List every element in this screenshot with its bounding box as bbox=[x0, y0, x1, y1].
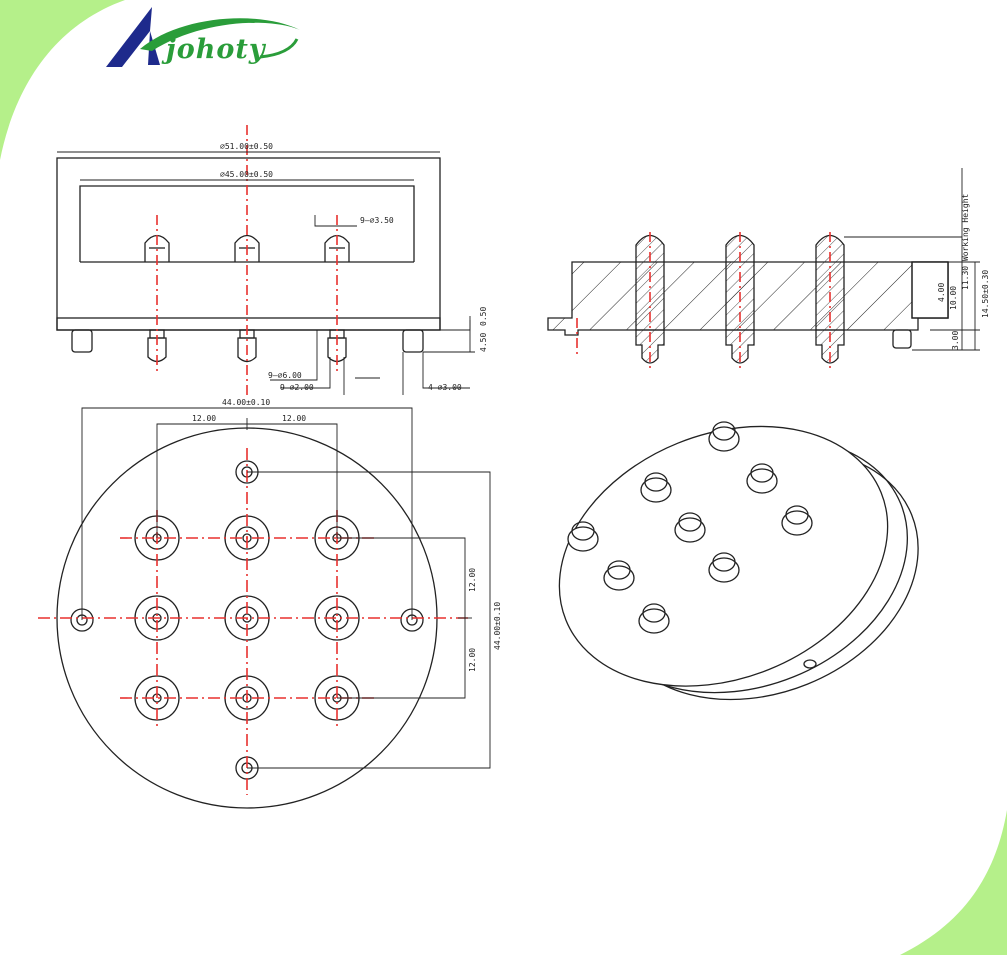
section-pins bbox=[635, 234, 912, 364]
dim-thickness: 0.50 bbox=[479, 307, 488, 326]
bottom-view bbox=[38, 407, 491, 809]
centerlines-front bbox=[156, 125, 338, 395]
dim-pin-tip: 9–⌀3.50 bbox=[360, 216, 394, 225]
centerlines-side bbox=[576, 232, 831, 372]
dim-post-span-vertical: 44.00±0.10 bbox=[493, 602, 502, 650]
dim-head-dia: 9–⌀6.00 bbox=[268, 371, 302, 380]
dim-step: 4.00 bbox=[937, 283, 946, 302]
section-step bbox=[911, 261, 949, 319]
dim-pin-length: 4.50 bbox=[479, 333, 488, 352]
dim-post-dia: 4–⌀3.00 bbox=[428, 383, 462, 392]
isometric-view bbox=[558, 421, 919, 701]
side-section-view bbox=[547, 168, 980, 372]
dim-pitch-left: 12.00 bbox=[192, 414, 216, 423]
dim-outer-width: ⌀51.00±0.50 bbox=[220, 142, 273, 151]
dim-post-span: 44.00±0.10 bbox=[222, 398, 270, 407]
front-view bbox=[56, 125, 475, 395]
iso-pins bbox=[567, 421, 813, 634]
logo-mark bbox=[106, 7, 300, 67]
dim-vertical-pitch-upper: 12.00 bbox=[468, 568, 477, 592]
centerlines-bottom bbox=[38, 448, 468, 795]
top-left-green-swoosh bbox=[0, 0, 125, 160]
dim-total-height: 14.50±0.30 bbox=[981, 270, 990, 318]
dimension-lines-bottom bbox=[81, 407, 491, 769]
dimension-lines-front bbox=[57, 151, 475, 395]
dim-inner-width: ⌀45.00±0.50 bbox=[220, 170, 273, 179]
company-logo bbox=[100, 5, 310, 75]
dim-base: 3.00 bbox=[951, 331, 960, 350]
dimension-lines-side bbox=[844, 168, 980, 351]
dim-body: 10.00 bbox=[949, 286, 958, 310]
bottom-right-green-swoosh bbox=[900, 810, 1007, 955]
dim-working-height: 11.30 Working Height bbox=[961, 193, 970, 290]
logo-wordmark: johoty bbox=[166, 34, 266, 65]
dim-pitch-right: 12.00 bbox=[282, 414, 306, 423]
dim-shaft-dia: 9–⌀2.00 bbox=[280, 383, 314, 392]
pins-bottom bbox=[71, 329, 424, 363]
dim-vertical-pitch-lower: 12.00 bbox=[468, 648, 477, 672]
